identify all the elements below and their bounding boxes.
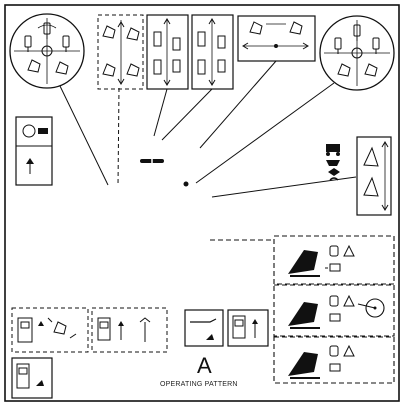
panel-arm-2	[191, 14, 234, 90]
center-marks	[140, 155, 189, 187]
diagram-caption: OPERATING PATTERN	[160, 381, 238, 388]
panel-bottom-5	[11, 357, 53, 399]
panel-swing	[237, 15, 316, 62]
pedal-box-2	[273, 284, 395, 337]
panel-dashed-top	[97, 14, 144, 90]
pedal-box-3	[273, 336, 395, 384]
panel-arm-1	[146, 14, 189, 90]
panel-arm-right	[356, 136, 392, 216]
pedal-box-1	[273, 235, 395, 285]
panel-bottom-2	[91, 307, 168, 353]
panel-bottom-4	[227, 309, 269, 347]
leader-lines	[59, 60, 357, 198]
panel-bottom-3	[184, 309, 224, 347]
icon-column-right	[321, 141, 349, 185]
diagram-letter: A	[197, 353, 212, 378]
panel-bottom-1	[11, 307, 89, 353]
panel-control-left	[15, 116, 53, 186]
circle-pattern-left	[9, 13, 85, 89]
circle-pattern-right	[319, 15, 395, 91]
